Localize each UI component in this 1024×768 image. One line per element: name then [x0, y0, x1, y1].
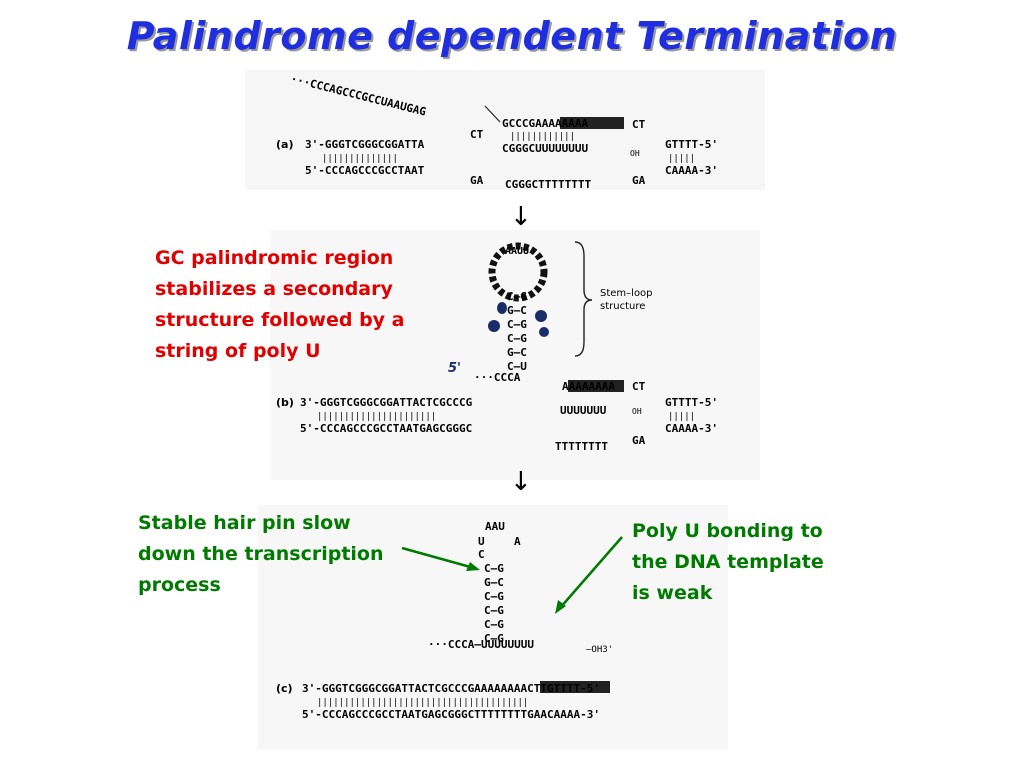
panel-a-rna-link [484, 105, 501, 123]
panel-b-brace [574, 241, 593, 357]
panel-a-highlight-a [560, 117, 624, 129]
panel-c-stem-row: C–G [484, 604, 504, 617]
panel-b-top-strand: 3'-GGGTCGGGCGGATTACTCGCCCG [300, 396, 473, 409]
panel-b: AAUU C–G G–C C–G C–G G–C C–U Stem–loop s… [276, 241, 718, 453]
panel-b-stem-row: G–C [507, 346, 527, 359]
panel-b-structure-label: structure [600, 301, 645, 312]
panel-c-label: (c) [276, 682, 293, 695]
panel-b-stem-row: G–C [507, 304, 527, 317]
panel-b-loop [488, 242, 548, 302]
panel-a-label: (a) [276, 138, 293, 151]
panel-c: AAU U A C C–G G–C C–G C–G C–G C–G ···CCC… [276, 520, 613, 721]
panel-b-oh: OH [632, 407, 642, 416]
panel-b-hybrid-bottom: UUUUUUU [560, 404, 607, 417]
panel-b-stem-row: C–G [507, 290, 527, 303]
green-arrow-hairpin [401, 546, 480, 571]
panel-a-right-ct: CT [632, 118, 646, 131]
panel-c-loop-c: C [478, 548, 485, 561]
panel-a-background [245, 70, 765, 190]
note-poly-u-bonding: Poly U bonding to the DNA template is we… [632, 520, 824, 604]
panel-a-right-bottom: CAAAA-3' [665, 164, 718, 177]
panel-b-five-prime: 5' [448, 361, 461, 376]
panel-b-stem-row: C–G [507, 318, 527, 331]
panel-a-bottom-arc: CGGGCTTTTTTTT [505, 178, 591, 191]
panel-c-stem-row: C–G [484, 618, 504, 631]
panel-b-right-ct: CT [632, 380, 646, 393]
panel-b-stem-mark [488, 320, 500, 332]
panel-b-right-ga: GA [632, 434, 646, 447]
panel-c-highlight-a [540, 681, 610, 693]
green-arrow-polyu-head [555, 600, 566, 614]
panel-a: (a) ···CCCAGCCCGCCUAAUGAG 3'-GGGTCGGGCGG… [276, 72, 718, 191]
panel-a-bubble-ga: GA [470, 174, 484, 187]
panel-a-hairpin-lower: CGGGCUUUUUUUU [502, 142, 588, 155]
panel-b-stem-mark [535, 310, 547, 322]
panel-b-pairs-right: ||||| [668, 412, 695, 422]
arrow-b-to-c: ↓ [510, 467, 532, 497]
note-gc-palindromic: GC palindromic region stabilizes a secon… [155, 247, 405, 362]
panel-b-bottom-strand: 5'-CCCAGCCCGCCTAATGAGCGGGC [300, 422, 472, 435]
panel-b-stem-row: C–U [507, 360, 527, 373]
panel-b-stem-mark [539, 327, 549, 337]
panel-b-stem: C–G G–C C–G C–G G–C C–U [507, 290, 527, 373]
panel-a-pairs-left: |||||||||||||| [322, 154, 398, 164]
panel-c-loop-top: AAU [485, 520, 505, 533]
slide-title: Palindrome dependent Termination [126, 14, 898, 58]
panel-b-highlight-a [568, 380, 624, 392]
panel-b-stem-loop-label: Stem–loop [600, 288, 653, 299]
panel-c-loop-left: U [478, 535, 485, 548]
panel-b-rna-tail: ···CCCA [474, 371, 521, 384]
panel-b-stem-row: C–G [507, 332, 527, 345]
arrow-a-to-b: ↓ [510, 202, 532, 232]
panel-a-bubble-ct: CT [470, 128, 484, 141]
panel-c-top-strand: 3'-GGGTCGGGCGGATTACTCGCCCGAAAAAAAACTTGTT… [302, 682, 600, 695]
panel-b-right-bottom: CAAAA-3' [665, 422, 718, 435]
panel-a-oh: OH [630, 149, 640, 158]
panel-c-bottom-strand: 5'-CCCAGCCCGCCTAATGAGCGGGCTTTTTTTTGAACAA… [302, 708, 600, 721]
panel-c-background [258, 505, 728, 750]
panel-a-pairs-right: ||||| [668, 154, 695, 164]
panel-c-rna-tail: ···CCCA–UUUUUUUU [428, 638, 534, 651]
panel-b-pairs: |||||||||||||||||||||| [317, 412, 436, 422]
panel-a-top-strand: 3'-GGGTCGGGCGGATTA [305, 138, 425, 151]
panel-c-loop-right: A [514, 535, 521, 548]
green-arrow-polyu-shaft [559, 536, 623, 609]
panel-a-bottom-strand: 5'-CCCAGCCCGCCTAAT [305, 164, 425, 177]
panel-a-right-top: GTTTT-5' [665, 138, 718, 151]
panel-b-stem-mark [497, 302, 507, 314]
panel-a-hairpin-upper: GCCCGAAAAAAAA [502, 117, 588, 130]
panel-b-bottom-arc: TTTTTTTT [555, 440, 608, 453]
panel-c-oh: –OH3' [586, 645, 613, 655]
panel-a-pairs-mid: |||||||||||| [510, 132, 575, 142]
green-arrow-polyu [555, 536, 623, 614]
panel-b-loop-top: AAUU [505, 246, 529, 257]
note-hairpin-slow: Stable hair pin slow down the transcript… [138, 512, 384, 596]
green-arrow-hairpin-shaft [401, 546, 475, 570]
panel-b-background [270, 230, 760, 480]
panel-c-stem-row: G–C [484, 576, 504, 589]
panel-c-stem-row: C–G [484, 632, 504, 645]
panel-b-hybrid-top: AAAAAAAA [562, 380, 615, 393]
panel-a-right-ga: GA [632, 174, 646, 187]
panel-b-right-top: GTTTT-5' [665, 396, 718, 409]
panel-c-stem: C–G G–C C–G C–G C–G C–G [484, 562, 504, 645]
panel-c-stem-row: C–G [484, 590, 504, 603]
green-arrow-hairpin-head [466, 562, 480, 571]
panel-c-stem-row: C–G [484, 562, 504, 575]
panel-b-label: (b) [276, 396, 294, 409]
panel-c-pairs: ||||||||||||||||||||||||||||||||||||||| [317, 698, 528, 708]
